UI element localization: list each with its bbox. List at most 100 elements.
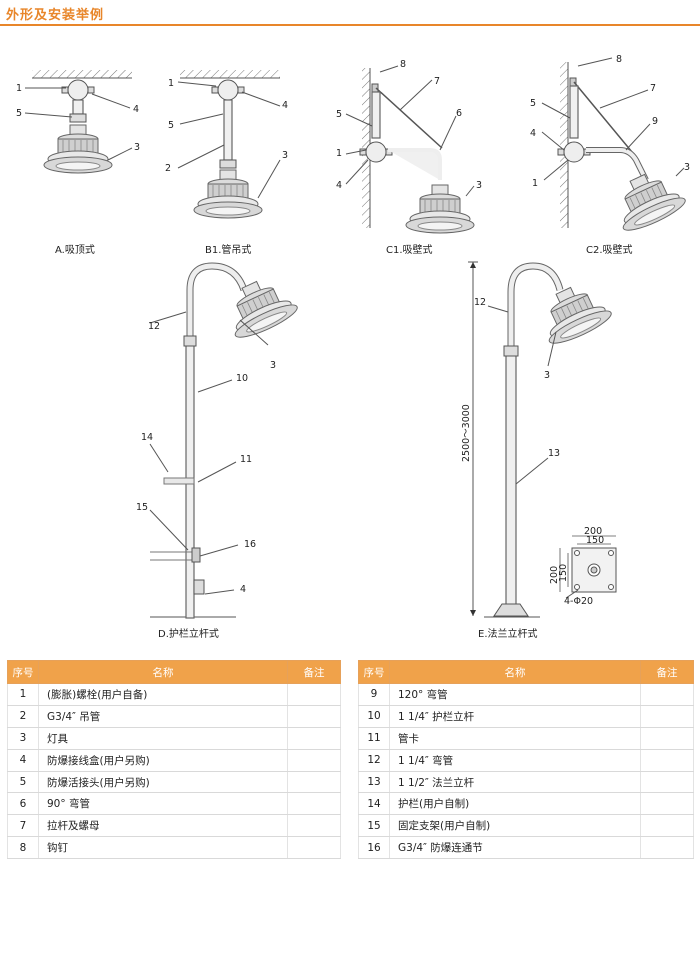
label-e-13: 13: [548, 448, 560, 459]
table-row: 1(膨胀)螺栓(用户自备): [7, 683, 341, 706]
caption-d: D.护栏立杆式: [158, 627, 219, 640]
label-c1-6: 6: [456, 108, 462, 119]
caption-a: A.吸顶式: [55, 243, 95, 256]
row-no: 2: [7, 705, 39, 728]
row-no: 7: [7, 814, 39, 838]
figure-b1: 1 4 5 2 3 B1.管吊式: [165, 70, 288, 256]
label-c2-9: 9: [652, 116, 658, 127]
row-name: 管卡: [389, 727, 641, 750]
label-e-12: 12: [474, 297, 486, 308]
label-b1-3: 3: [282, 150, 288, 161]
row-remark: [287, 683, 341, 706]
label-b1-1: 1: [168, 78, 174, 89]
row-remark: [287, 836, 341, 860]
col-header-no: 序号: [7, 660, 39, 684]
row-name: 防爆活接头(用户另购): [38, 771, 288, 794]
title-rule: [0, 24, 700, 26]
col-header-name: 名称: [389, 660, 641, 684]
row-remark: [640, 683, 694, 706]
label-d-14: 14: [141, 432, 153, 443]
row-remark: [640, 727, 694, 750]
label-b1-4: 4: [282, 100, 288, 111]
label-a-3: 3: [134, 142, 140, 153]
row-no: 1: [7, 683, 39, 706]
flange-inner-height: 150: [558, 564, 569, 582]
row-name: 1 1/4″ 护栏立杆: [389, 705, 641, 728]
label-d-16: 16: [244, 539, 256, 550]
label-e-3: 3: [544, 370, 550, 381]
label-d-12: 12: [148, 321, 160, 332]
row-remark: [287, 771, 341, 794]
label-c2-8: 8: [616, 54, 622, 65]
row-name: 灯具: [38, 727, 288, 750]
flange-outer-height: 200: [549, 566, 560, 584]
row-no: 6: [7, 792, 39, 816]
label-c1-3: 3: [476, 180, 482, 191]
row-no: 11: [358, 727, 390, 750]
caption-e: E.法兰立杆式: [478, 627, 538, 640]
col-header-no: 序号: [358, 660, 390, 684]
row-name: 固定支架(用户自制): [389, 814, 641, 838]
row-name: 钩钉: [38, 836, 288, 860]
row-remark: [287, 814, 341, 838]
figure-e: 2500～3000 12 3 13 E.法兰立杆式 200 150: [461, 261, 617, 640]
row-remark: [287, 792, 341, 816]
row-no: 15: [358, 814, 390, 838]
row-remark: [640, 836, 694, 860]
label-d-3: 3: [270, 360, 276, 371]
section-title: 外形及安装举例: [6, 8, 105, 23]
row-no: 3: [7, 727, 39, 750]
col-header-name: 名称: [38, 660, 288, 684]
installation-diagrams: 1 5 4 3 A.吸顶式 1 4 5 2 3 B1.管吊式: [16, 54, 690, 640]
figure-a: 1 5 4 3 A.吸顶式: [16, 70, 140, 256]
label-c2-1: 1: [532, 178, 538, 189]
row-no: 13: [358, 771, 390, 794]
row-remark: [640, 792, 694, 816]
row-remark: [287, 727, 341, 750]
label-c1-1: 1: [336, 148, 342, 159]
row-name: 90° 弯管: [38, 792, 288, 816]
row-name: 120° 弯管: [389, 683, 641, 706]
col-header-remark: 备注: [640, 660, 694, 684]
row-no: 10: [358, 705, 390, 728]
row-no: 9: [358, 683, 390, 706]
caption-c2: C2.吸壁式: [586, 243, 633, 256]
label-b1-5: 5: [168, 120, 174, 131]
row-remark: [640, 705, 694, 728]
row-name: G3/4″ 防爆连通节: [389, 836, 641, 860]
row-no: 12: [358, 749, 390, 772]
row-name: 1 1/4″ 弯管: [389, 749, 641, 772]
label-c2-5: 5: [530, 98, 536, 109]
caption-c1: C1.吸壁式: [386, 243, 433, 256]
label-b1-2: 2: [165, 163, 171, 174]
label-d-4: 4: [240, 584, 246, 595]
row-no: 4: [7, 749, 39, 772]
caption-b1: B1.管吊式: [205, 243, 251, 256]
row-remark: [640, 771, 694, 794]
label-d-10: 10: [236, 373, 248, 384]
row-remark: [287, 749, 341, 772]
figure-c1: 8 7 5 6 1 4 3 C1.吸壁式: [336, 59, 482, 256]
label-c1-5: 5: [336, 109, 342, 120]
figure-c2: 8 7 5 9 4 1 3 C2.吸壁式: [530, 54, 690, 256]
row-name: (膨胀)螺栓(用户自备): [38, 683, 288, 706]
row-no: 16: [358, 836, 390, 860]
label-a-4: 4: [133, 104, 139, 115]
label-c2-4: 4: [530, 128, 536, 139]
row-name: 1 1/2″ 法兰立杆: [389, 771, 641, 794]
pole-height-dim: 2500～3000: [461, 404, 472, 462]
row-no: 14: [358, 792, 390, 816]
row-remark: [640, 814, 694, 838]
